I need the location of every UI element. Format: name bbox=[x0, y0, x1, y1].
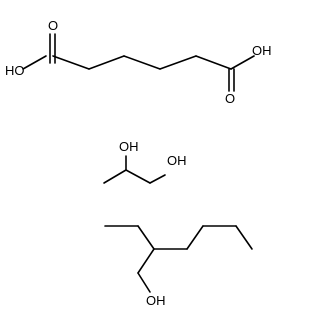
propylene-glycol-molecule: OH OH bbox=[103, 139, 187, 184]
label-left-oxygen: O bbox=[48, 18, 58, 33]
bond-left-oh-carbon bbox=[22, 55, 47, 70]
bond-chain-right-oh bbox=[149, 174, 166, 184]
label-left-hydroxyl: HO bbox=[5, 63, 25, 78]
label-right-oxygen: O bbox=[225, 91, 235, 106]
bond-chain-1 bbox=[52, 55, 90, 70]
bond-carbon-chain bbox=[125, 169, 151, 184]
ethylhexanol-molecule: OH bbox=[104, 225, 253, 308]
structure-diagram: HO O OH O OH OH OH bbox=[5, 18, 272, 308]
adipic-acid-molecule: HO O OH O bbox=[5, 18, 272, 106]
label-top-hydroxyl: OH bbox=[119, 139, 139, 154]
bond-chain-2 bbox=[88, 55, 125, 70]
bond-chain-5 bbox=[195, 55, 232, 70]
bond-oh bbox=[137, 272, 151, 293]
bond-right-oh-carbon bbox=[230, 55, 255, 70]
bond-chain-3 bbox=[123, 55, 161, 70]
bond-main-chain-4 bbox=[235, 225, 253, 250]
bond-ch2oh bbox=[137, 248, 155, 274]
bond-main-chain-2 bbox=[186, 225, 204, 250]
label-right-hydroxyl: OH bbox=[252, 43, 272, 58]
label-right-hydroxyl-pg: OH bbox=[167, 153, 187, 168]
label-hydroxyl-eh: OH bbox=[146, 293, 166, 308]
bond-ethyl-ch2 bbox=[137, 225, 155, 250]
bond-chain-4 bbox=[159, 55, 197, 70]
chemical-structure-canvas: HO O OH O OH OH OH bbox=[5, 18, 272, 308]
bond-methyl-carbon bbox=[103, 169, 127, 184]
